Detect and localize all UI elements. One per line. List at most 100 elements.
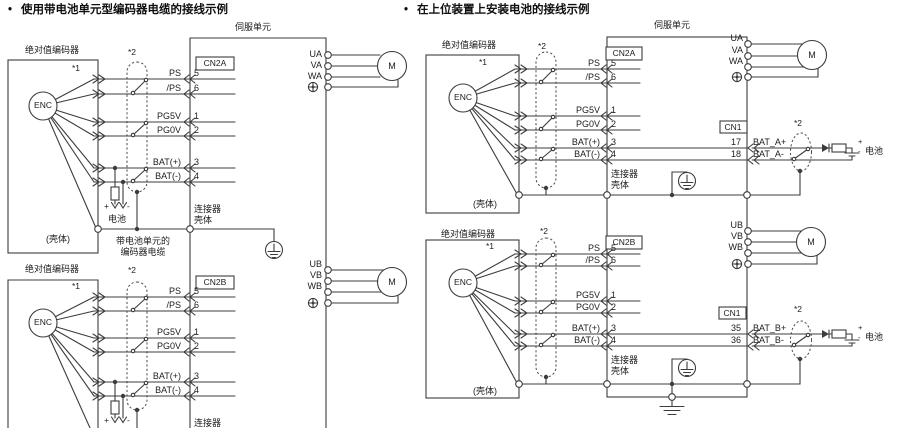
wire-mark <box>747 341 760 351</box>
encoder-circle <box>448 83 478 113</box>
wire-node <box>744 73 752 81</box>
pin-number: 1 <box>611 105 617 115</box>
wire-node <box>791 156 797 162</box>
pin-number: 3 <box>194 371 200 381</box>
wire-mark <box>92 117 106 127</box>
wire-mark <box>92 347 106 357</box>
left-title: 使用带电池单元型编码器电缆的接线示例 <box>21 4 228 16</box>
cn1-pin-number: 36 <box>730 335 741 345</box>
wire-node <box>744 238 752 246</box>
battery-fuse-a <box>110 186 120 201</box>
wire-node <box>538 79 544 85</box>
wire-mark <box>183 347 196 357</box>
wire-mark <box>132 168 147 182</box>
wire-node <box>550 252 556 258</box>
encoder-label: 绝对值编码器 <box>25 45 80 55</box>
wire-mark <box>600 261 613 271</box>
right-encoder-box-b <box>425 239 520 399</box>
wire-mark <box>514 296 528 306</box>
cn1-signal-name: BAT_B+ <box>753 323 787 333</box>
wire-node <box>805 146 811 152</box>
wire-mark <box>793 148 809 160</box>
cn1-signal-name: BAT_A+ <box>753 137 787 147</box>
left-title-bullet: • <box>8 4 13 16</box>
motor-label: M <box>388 61 396 71</box>
wire-mark <box>514 329 528 339</box>
wire-node <box>550 114 556 120</box>
wire-node <box>324 62 332 70</box>
motor-circle <box>795 226 827 258</box>
note-1: *1 <box>486 241 495 251</box>
battery-fuse-rb <box>831 329 847 339</box>
cn1-signal-name: BAT_B- <box>753 335 784 345</box>
wire-mark <box>132 79 147 94</box>
phase-label: VB <box>309 270 322 280</box>
pin-number: 3 <box>194 157 200 167</box>
wire-node <box>743 191 751 199</box>
battery-circuit-ra <box>751 147 860 161</box>
wire-mark <box>540 334 554 346</box>
wire-mark <box>600 329 613 339</box>
motor-label: M <box>388 277 396 287</box>
wire-node <box>669 192 675 198</box>
connector-shell-label: 连接器 <box>194 418 222 428</box>
signal-name: PS <box>587 243 600 253</box>
wire-mark <box>92 333 106 343</box>
encoder-circle <box>28 91 58 121</box>
wire-node <box>550 299 556 305</box>
wire-mark <box>747 329 760 339</box>
enc-fan-a <box>42 78 97 229</box>
connector-shell-label: 连接器 <box>194 204 222 214</box>
wire-node <box>143 120 149 126</box>
signal-name: PG0V <box>575 302 600 312</box>
wire-node <box>550 146 556 152</box>
wire-node <box>120 179 126 185</box>
wire-node <box>538 126 544 132</box>
right-wires-a <box>514 68 748 161</box>
cn2a-box-right <box>605 46 643 61</box>
wire-mark <box>92 131 106 141</box>
right-title-bullet: • <box>404 4 409 16</box>
pin-number: 4 <box>611 149 617 159</box>
servo-unit-label: 伺服单元 <box>654 20 691 30</box>
note-1: *1 <box>479 57 488 67</box>
wire-node <box>130 392 136 398</box>
pin-number: 6 <box>194 83 200 93</box>
pin-number: 4 <box>194 385 200 395</box>
chassis-ground-icon <box>659 399 685 416</box>
signal-name: BAT(-) <box>155 385 181 395</box>
wire-node <box>143 336 149 342</box>
motor-label: M <box>808 50 816 60</box>
wire-mark <box>600 308 613 318</box>
battery-cable-note: 带电池单元的 <box>115 236 171 246</box>
left-encoder-box-b <box>7 279 99 428</box>
wire-node <box>744 52 752 60</box>
shell-line-ra <box>518 171 748 196</box>
wire-node <box>112 379 118 385</box>
connector-cn1: CN1 <box>724 122 742 132</box>
wire-mark <box>793 334 809 346</box>
signal-name: BAT(+) <box>571 323 600 333</box>
wire-mark <box>92 377 106 387</box>
wire-mark <box>540 116 554 130</box>
battery-label: 电池 <box>108 214 127 224</box>
connector-cn2a: CN2A <box>203 58 227 68</box>
signal-name: PS <box>587 58 600 68</box>
shield-pill-b <box>126 281 148 411</box>
wire-node <box>143 380 149 386</box>
wire-node <box>143 295 149 301</box>
signal-name: PS <box>168 286 181 296</box>
wire-mark <box>92 306 106 316</box>
cn1-box-a <box>719 120 748 134</box>
wire-node <box>143 77 149 83</box>
connector-shell-label: 壳体 <box>611 180 630 190</box>
wire-node <box>735 262 739 266</box>
shell-label: (壳体) <box>473 199 497 209</box>
signal-name: PG5V <box>575 105 600 115</box>
wire-node <box>324 51 332 59</box>
cn1-pin-number: 35 <box>730 323 741 333</box>
wire-mark <box>92 177 106 187</box>
wire-mark <box>92 391 106 401</box>
pin-number: 2 <box>611 119 617 129</box>
